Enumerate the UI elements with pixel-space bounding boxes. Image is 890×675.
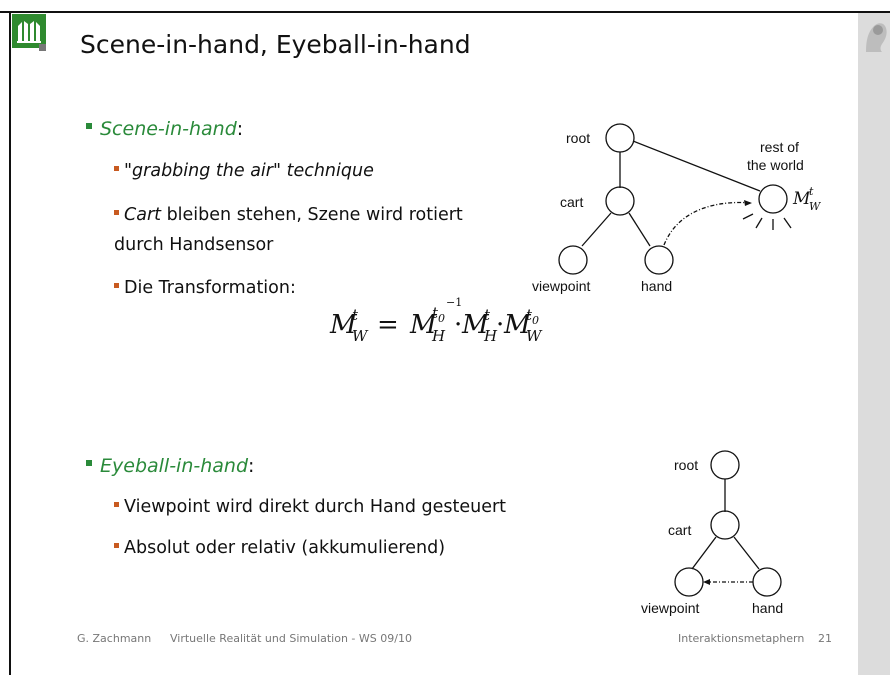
frame-top-rule bbox=[0, 11, 890, 13]
formula-f1-sup: t bbox=[432, 304, 439, 322]
label-hand: hand bbox=[752, 600, 783, 616]
cart-word: Cart bbox=[124, 205, 161, 225]
formula-dot2: · bbox=[496, 310, 505, 340]
formula-dot1: · bbox=[454, 310, 463, 340]
sub-bullet-transformation: Die Transformation: bbox=[114, 273, 296, 303]
sub-bullet-viewpoint: Viewpoint wird direkt durch Hand gesteue… bbox=[114, 492, 506, 522]
sub-bullet-marker-icon bbox=[114, 166, 119, 171]
edge-cart-viewpoint bbox=[581, 212, 612, 247]
heading-colon: : bbox=[248, 455, 255, 477]
bullet-eyeball-in-hand: Eyeball-in-hand: bbox=[86, 455, 254, 477]
world-ray bbox=[783, 217, 792, 229]
label-cart: cart bbox=[668, 522, 691, 538]
bullet-marker-icon bbox=[86, 123, 92, 129]
world-ray bbox=[755, 217, 763, 229]
formula-f3-sup: t bbox=[526, 306, 533, 324]
label-the-world: the world bbox=[747, 157, 804, 173]
right-rail bbox=[858, 13, 890, 675]
formula-f2-m: M bbox=[462, 310, 489, 340]
label-mw: M bbox=[792, 189, 811, 209]
node-cart bbox=[605, 186, 635, 216]
portrait-icon bbox=[866, 23, 887, 52]
world-ray bbox=[742, 213, 754, 220]
transformation-text: Die Transformation: bbox=[124, 278, 296, 298]
edge-root-world bbox=[632, 140, 761, 192]
scene-graph-diagram-1: root cart viewpoint hand rest of the wor… bbox=[532, 123, 822, 294]
slide-title: Scene-in-hand, Eyeball-in-hand bbox=[80, 30, 471, 59]
transformation-formula: M t W = M t 0 −1 H · M t H · M t 0 W bbox=[330, 296, 541, 366]
dashed-arrow bbox=[663, 201, 753, 246]
formula-f1-sup-sub: 0 bbox=[438, 312, 445, 325]
sub-bullet-marker-icon bbox=[114, 502, 119, 507]
label-cart: cart bbox=[560, 194, 583, 210]
absolut-text: Absolut oder relativ (akkumulierend) bbox=[124, 538, 446, 558]
sub-bullet-cart: Cart bleiben stehen, Szene wird rotiert … bbox=[114, 200, 463, 260]
arrow-head-icon bbox=[703, 579, 710, 585]
footer-topic: Interaktionsmetaphern bbox=[678, 632, 805, 645]
label-viewpoint: viewpoint bbox=[532, 278, 590, 294]
edge-cart-viewpoint bbox=[691, 536, 717, 570]
formula-f3-sub: W bbox=[526, 327, 542, 345]
node-world bbox=[758, 184, 788, 214]
label-rest-of: rest of bbox=[760, 139, 799, 155]
sub-bullet-marker-icon bbox=[114, 543, 119, 548]
label-root: root bbox=[674, 457, 698, 473]
formula-lhs-m: M bbox=[330, 310, 357, 340]
formula-equals: = bbox=[377, 310, 399, 340]
node-hand bbox=[644, 245, 674, 275]
sub-bullet-marker-icon bbox=[114, 210, 119, 215]
node-root bbox=[605, 123, 635, 153]
formula-f1-sub: H bbox=[432, 327, 446, 345]
formula-lhs-sup: t bbox=[352, 306, 359, 324]
label-hand: hand bbox=[641, 278, 672, 294]
formula-f2-sup: t bbox=[484, 306, 491, 324]
label-mw-sub: W bbox=[809, 200, 822, 213]
viewpoint-text: Viewpoint wird direkt durch Hand gesteue… bbox=[124, 497, 507, 517]
node-viewpoint bbox=[558, 245, 588, 275]
edge-cart-hand bbox=[628, 212, 651, 247]
formula-lhs-sub: W bbox=[352, 327, 368, 345]
sub-bullet-absolut: Absolut oder relativ (akkumulierend) bbox=[114, 533, 445, 563]
formula-f2-sub: H bbox=[484, 327, 498, 345]
formula-f1-exp: −1 bbox=[446, 296, 463, 309]
node-hand bbox=[752, 567, 782, 597]
node-viewpoint bbox=[674, 567, 704, 597]
cart-text-line2: durch Handsensor bbox=[114, 235, 274, 255]
formula-f1-m: M bbox=[410, 310, 437, 340]
logo-square-icon bbox=[39, 44, 46, 51]
grabbing-text: "grabbing the air" technique bbox=[124, 161, 374, 181]
arrow-head-icon bbox=[744, 200, 752, 206]
scene-graph-diagram-2: root cart viewpoint hand bbox=[641, 450, 783, 616]
bullet-scene-in-hand: Scene-in-hand: bbox=[86, 118, 243, 140]
node-root bbox=[710, 450, 740, 480]
footer-page-number: 21 bbox=[818, 632, 832, 645]
scene-in-hand-heading: Scene-in-hand bbox=[100, 118, 237, 140]
sub-bullet-marker-icon bbox=[114, 283, 119, 288]
bullet-marker-icon bbox=[86, 460, 92, 466]
label-viewpoint: viewpoint bbox=[641, 600, 699, 616]
heading-colon: : bbox=[236, 118, 244, 140]
footer-course: Virtuelle Realität und Simulation - WS 0… bbox=[170, 632, 412, 645]
formula-f3-m: M bbox=[504, 310, 531, 340]
formula-f3-sup-sub: 0 bbox=[532, 314, 539, 327]
cart-text: bleiben stehen, Szene wird rotiert bbox=[161, 205, 463, 225]
edge-cart-hand bbox=[733, 536, 760, 570]
label-root: root bbox=[566, 130, 590, 146]
university-logo-icon bbox=[12, 14, 46, 48]
eyeball-in-hand-heading: Eyeball-in-hand bbox=[100, 455, 249, 477]
node-cart bbox=[710, 510, 740, 540]
footer-author: G. Zachmann bbox=[77, 632, 152, 645]
label-mw-sup: t bbox=[809, 185, 814, 198]
sub-bullet-grabbing: "grabbing the air" technique bbox=[114, 156, 374, 186]
frame-left-rule bbox=[9, 11, 11, 675]
